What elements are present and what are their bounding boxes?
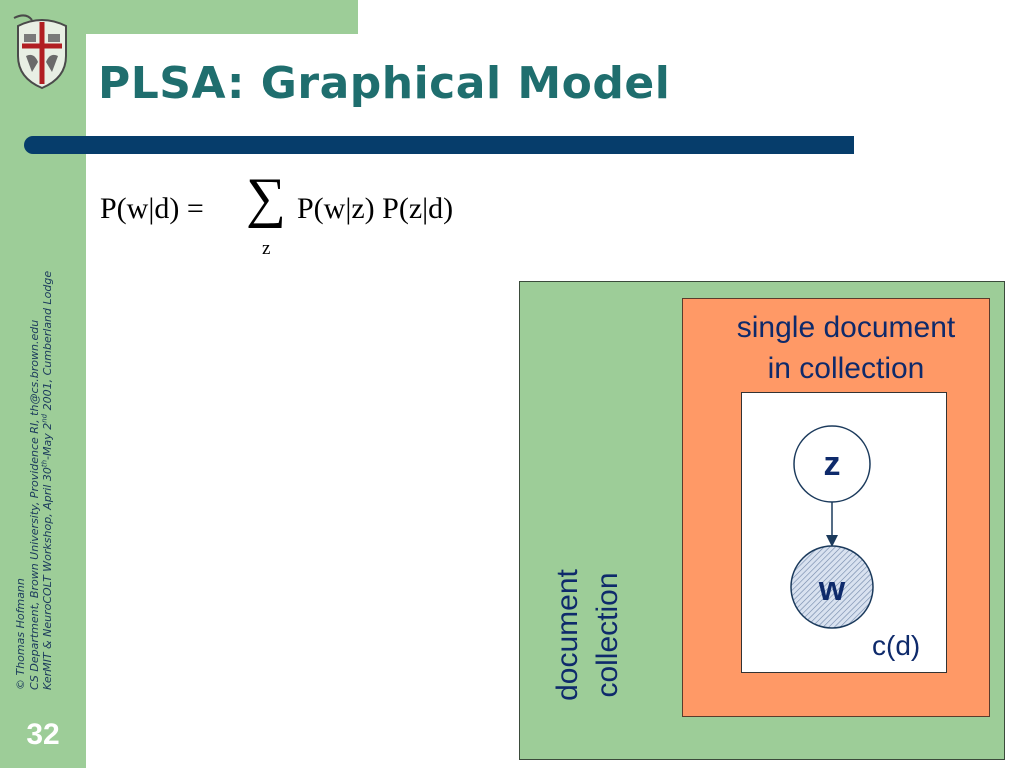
credits-line-2: CS Department, Brown University, Provide… bbox=[27, 319, 41, 690]
formula-lhs: P(w|d) = bbox=[100, 192, 204, 225]
single-document-label-line-2: in collection bbox=[767, 352, 925, 385]
document-collection-label: document collection bbox=[548, 545, 628, 725]
left-sidebar bbox=[0, 0, 86, 768]
observed-node-label: w bbox=[818, 570, 846, 608]
summation-symbol: ∑ bbox=[246, 167, 286, 229]
credits-line-3: KerMIT & NeuroCOLT Workshop, April 30th-… bbox=[40, 190, 55, 690]
slide-title: PLSA: Graphical Model bbox=[98, 58, 671, 109]
summation-subscript: z bbox=[262, 238, 271, 259]
document-collection-label-line-1: document bbox=[551, 569, 584, 701]
credits-line-3-a: KerMIT & NeuroCOLT Workshop, April 30 bbox=[41, 467, 54, 690]
author-credits: © Thomas Hofmann CS Department, Brown Un… bbox=[14, 190, 55, 690]
credits-line-3-sup-2: nd bbox=[40, 413, 49, 423]
formula-rhs: P(w|z) P(z|d) bbox=[297, 192, 454, 225]
slide-number: 32 bbox=[26, 718, 60, 751]
credits-line-1: © Thomas Hofmann bbox=[14, 578, 27, 690]
university-crest-icon bbox=[13, 14, 67, 90]
credits-line-3-b: -May 2 bbox=[41, 422, 54, 460]
observed-word-node bbox=[790, 545, 874, 629]
title-underline bbox=[24, 136, 854, 154]
credits-line-3-c: 2001, Cumberland Lodge bbox=[41, 270, 54, 414]
word-count-label: c(d) bbox=[872, 630, 921, 661]
credits-line-3-sup-1: th bbox=[40, 459, 49, 468]
graphical-model bbox=[790, 425, 874, 629]
single-document-label: single document in collection bbox=[700, 307, 992, 389]
single-document-label-line-1: single document bbox=[736, 311, 956, 344]
latent-node-label: z bbox=[823, 445, 841, 483]
document-collection-label-line-2: collection bbox=[591, 572, 624, 698]
